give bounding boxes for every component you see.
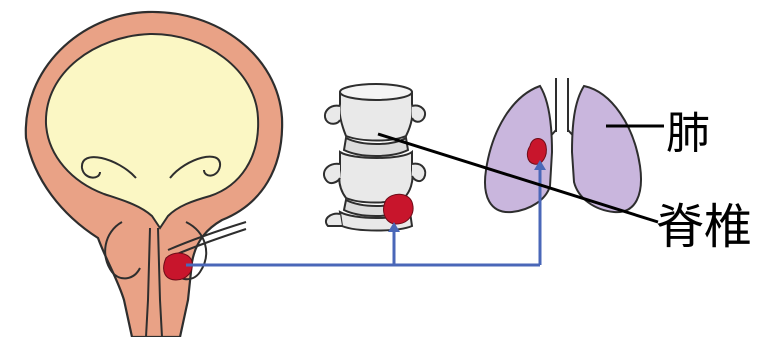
primary-tumor xyxy=(164,253,193,280)
vertebra-top-process-right xyxy=(412,106,425,122)
vertebra-stack-illustration xyxy=(324,84,425,231)
vertebra-top-process-left xyxy=(325,106,340,124)
trachea xyxy=(556,78,568,132)
vertebra-top-cap xyxy=(340,84,412,100)
spine-metastasis xyxy=(384,194,413,224)
vertebra-middle-process-left xyxy=(324,164,340,183)
lung-right xyxy=(572,86,641,212)
vertebra-middle-process-right xyxy=(412,164,425,181)
spine-label: 脊椎 xyxy=(656,203,752,251)
vertebra-bottom-process-left xyxy=(326,214,342,226)
lung-label: 肺 xyxy=(666,112,710,156)
bladder-prostate-illustration xyxy=(26,12,282,337)
